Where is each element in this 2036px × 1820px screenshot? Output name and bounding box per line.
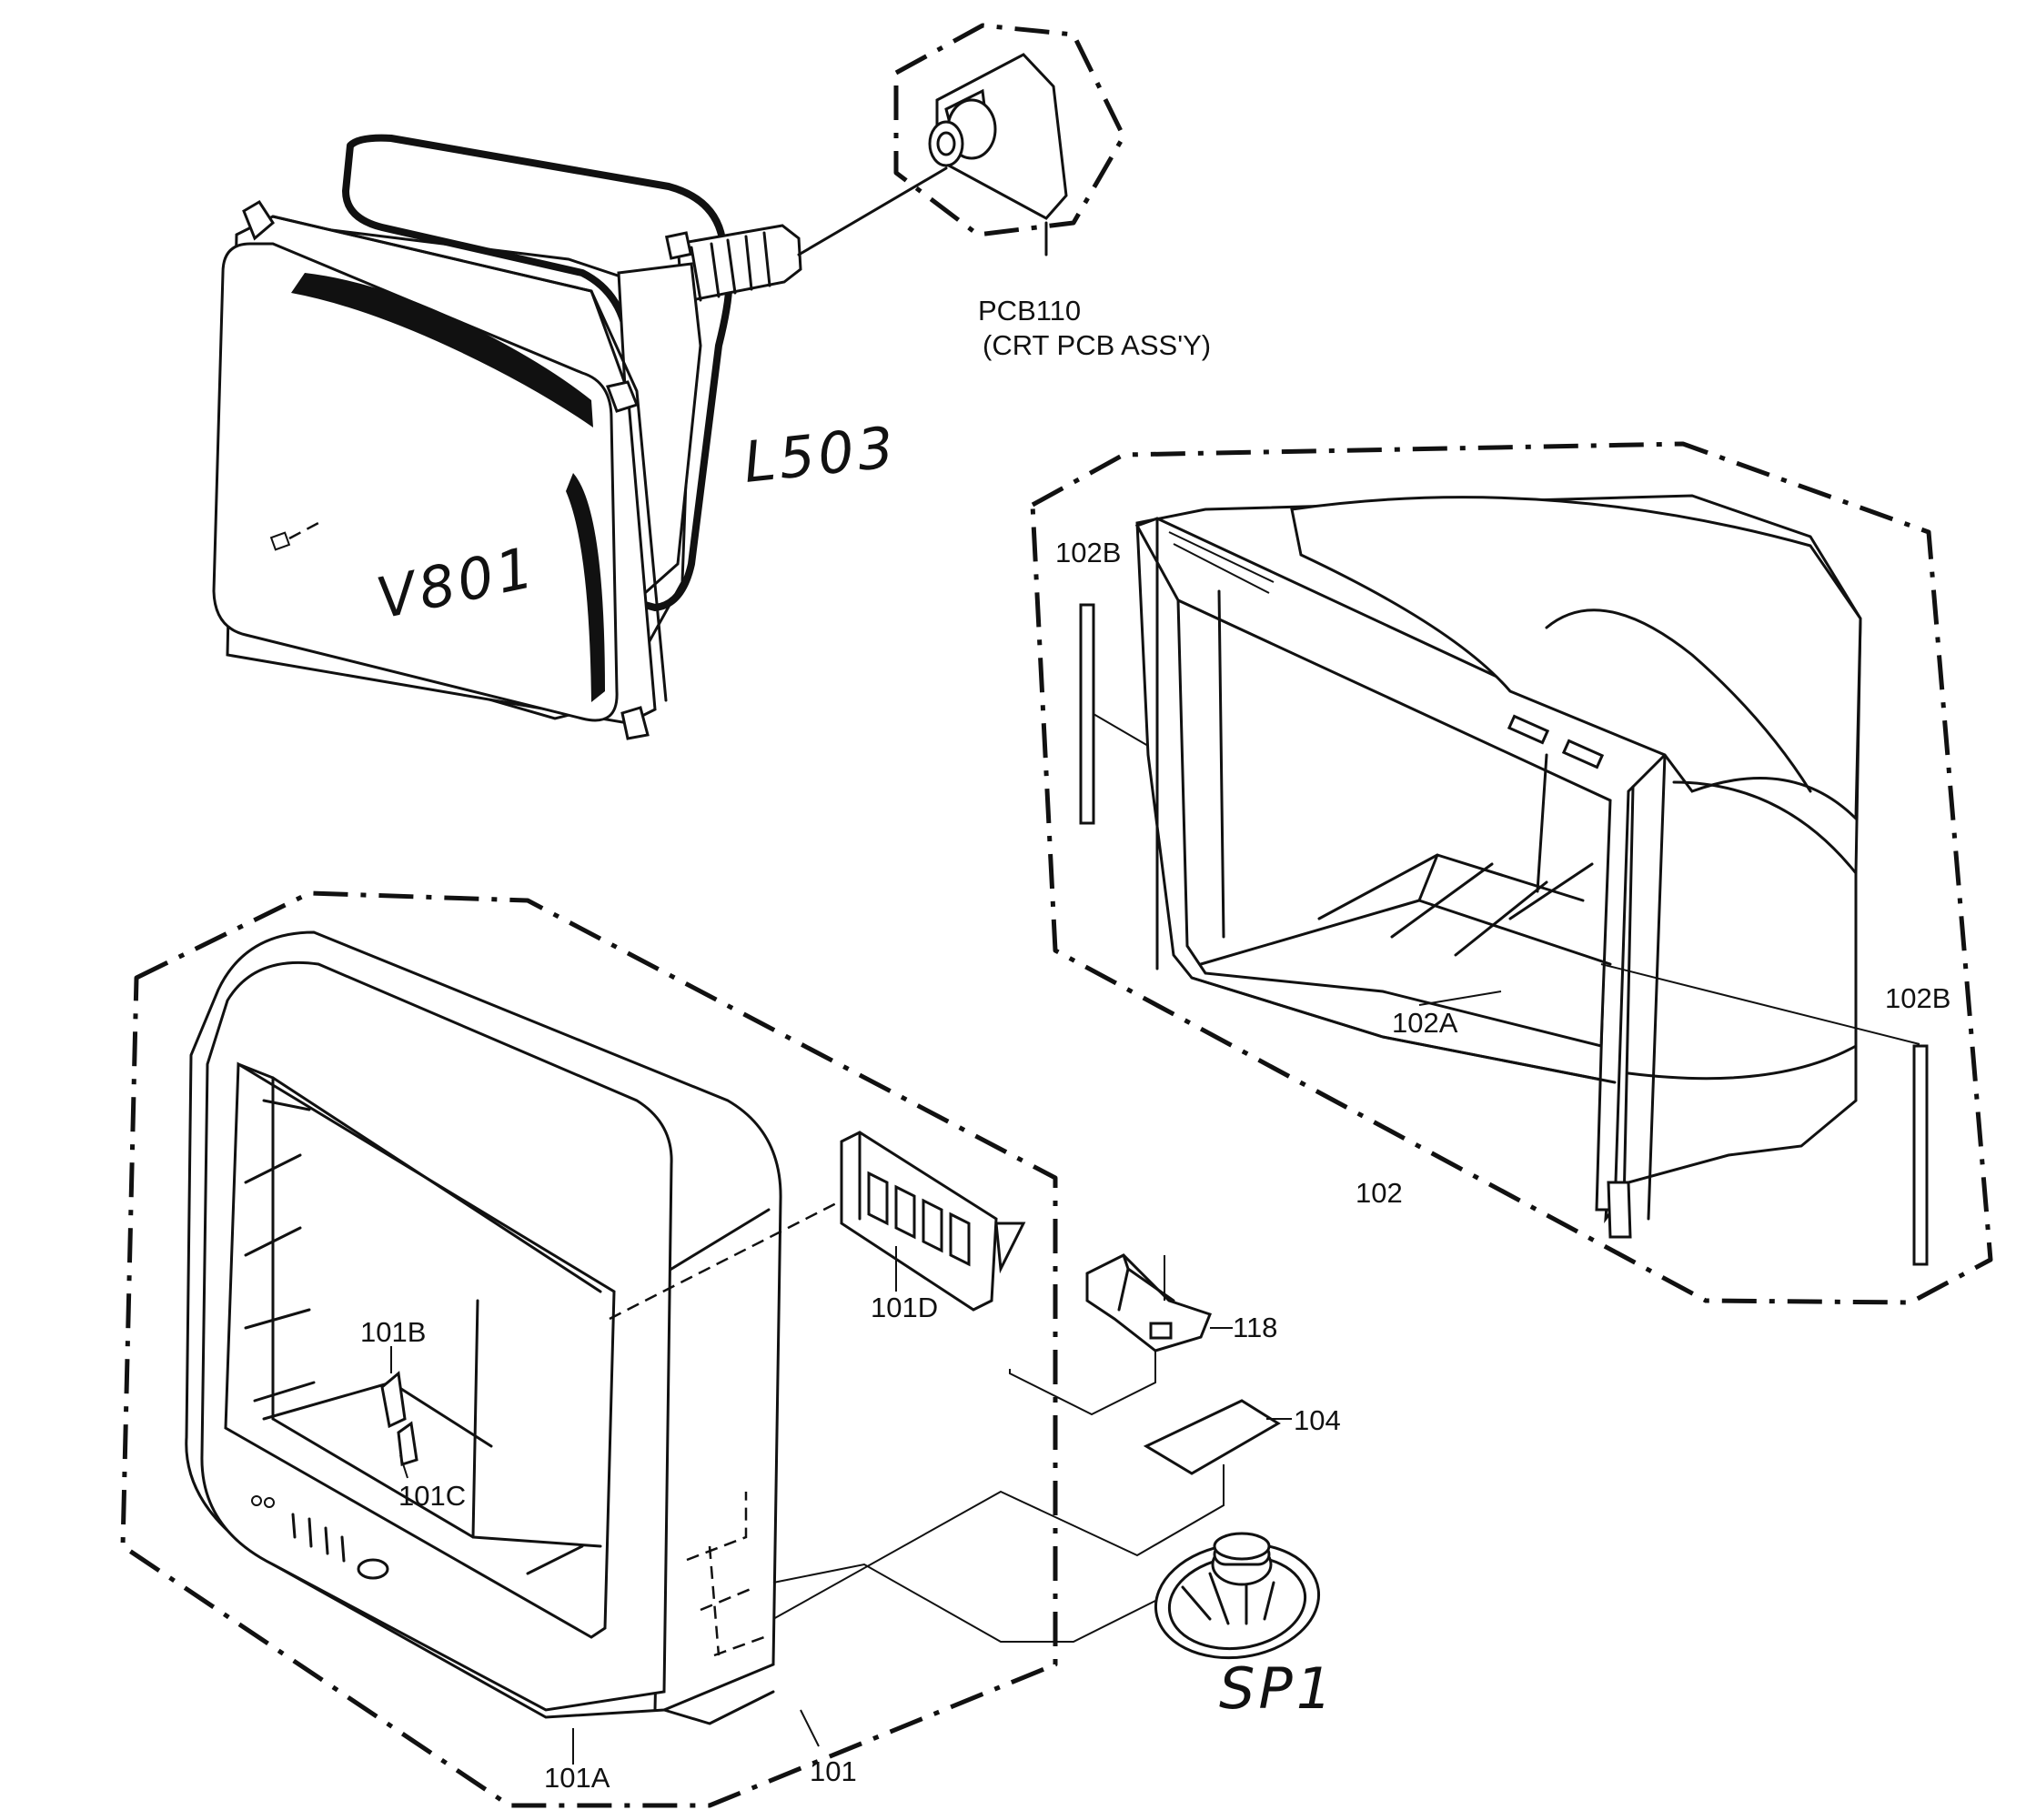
bracket-118 bbox=[1009, 1253, 1233, 1416]
label-plate-104 bbox=[772, 1399, 1292, 1620]
label-101b: 101B bbox=[360, 1316, 426, 1348]
label-104: 104 bbox=[1294, 1404, 1341, 1436]
label-102b-right: 102B bbox=[1885, 982, 1950, 1014]
crt-picture-tube bbox=[212, 134, 948, 740]
label-101c: 101C bbox=[398, 1480, 466, 1512]
label-102a: 102A bbox=[1392, 1007, 1458, 1039]
label-sp1: SP1 bbox=[1219, 1655, 1335, 1722]
speaker-sp1 bbox=[772, 1532, 1321, 1660]
control-panel-101d bbox=[840, 1131, 1026, 1312]
label-l503: L503 bbox=[741, 414, 901, 496]
label-pcb110: PCB110 bbox=[978, 295, 1081, 327]
back-cabinet-assembly bbox=[1030, 441, 1993, 1305]
label-102: 102 bbox=[1356, 1177, 1403, 1209]
label-101: 101 bbox=[810, 1755, 857, 1787]
crt-pcb-assembly bbox=[893, 23, 1126, 256]
label-pcb110-desc: (CRT PCB ASS'Y) bbox=[983, 329, 1211, 361]
label-101a: 101A bbox=[544, 1762, 610, 1794]
label-101d: 101D bbox=[871, 1292, 938, 1323]
front-cabinet-assembly bbox=[120, 890, 1058, 1808]
label-118: 118 bbox=[1233, 1312, 1277, 1343]
label-102b-left: 102B bbox=[1055, 537, 1121, 568]
